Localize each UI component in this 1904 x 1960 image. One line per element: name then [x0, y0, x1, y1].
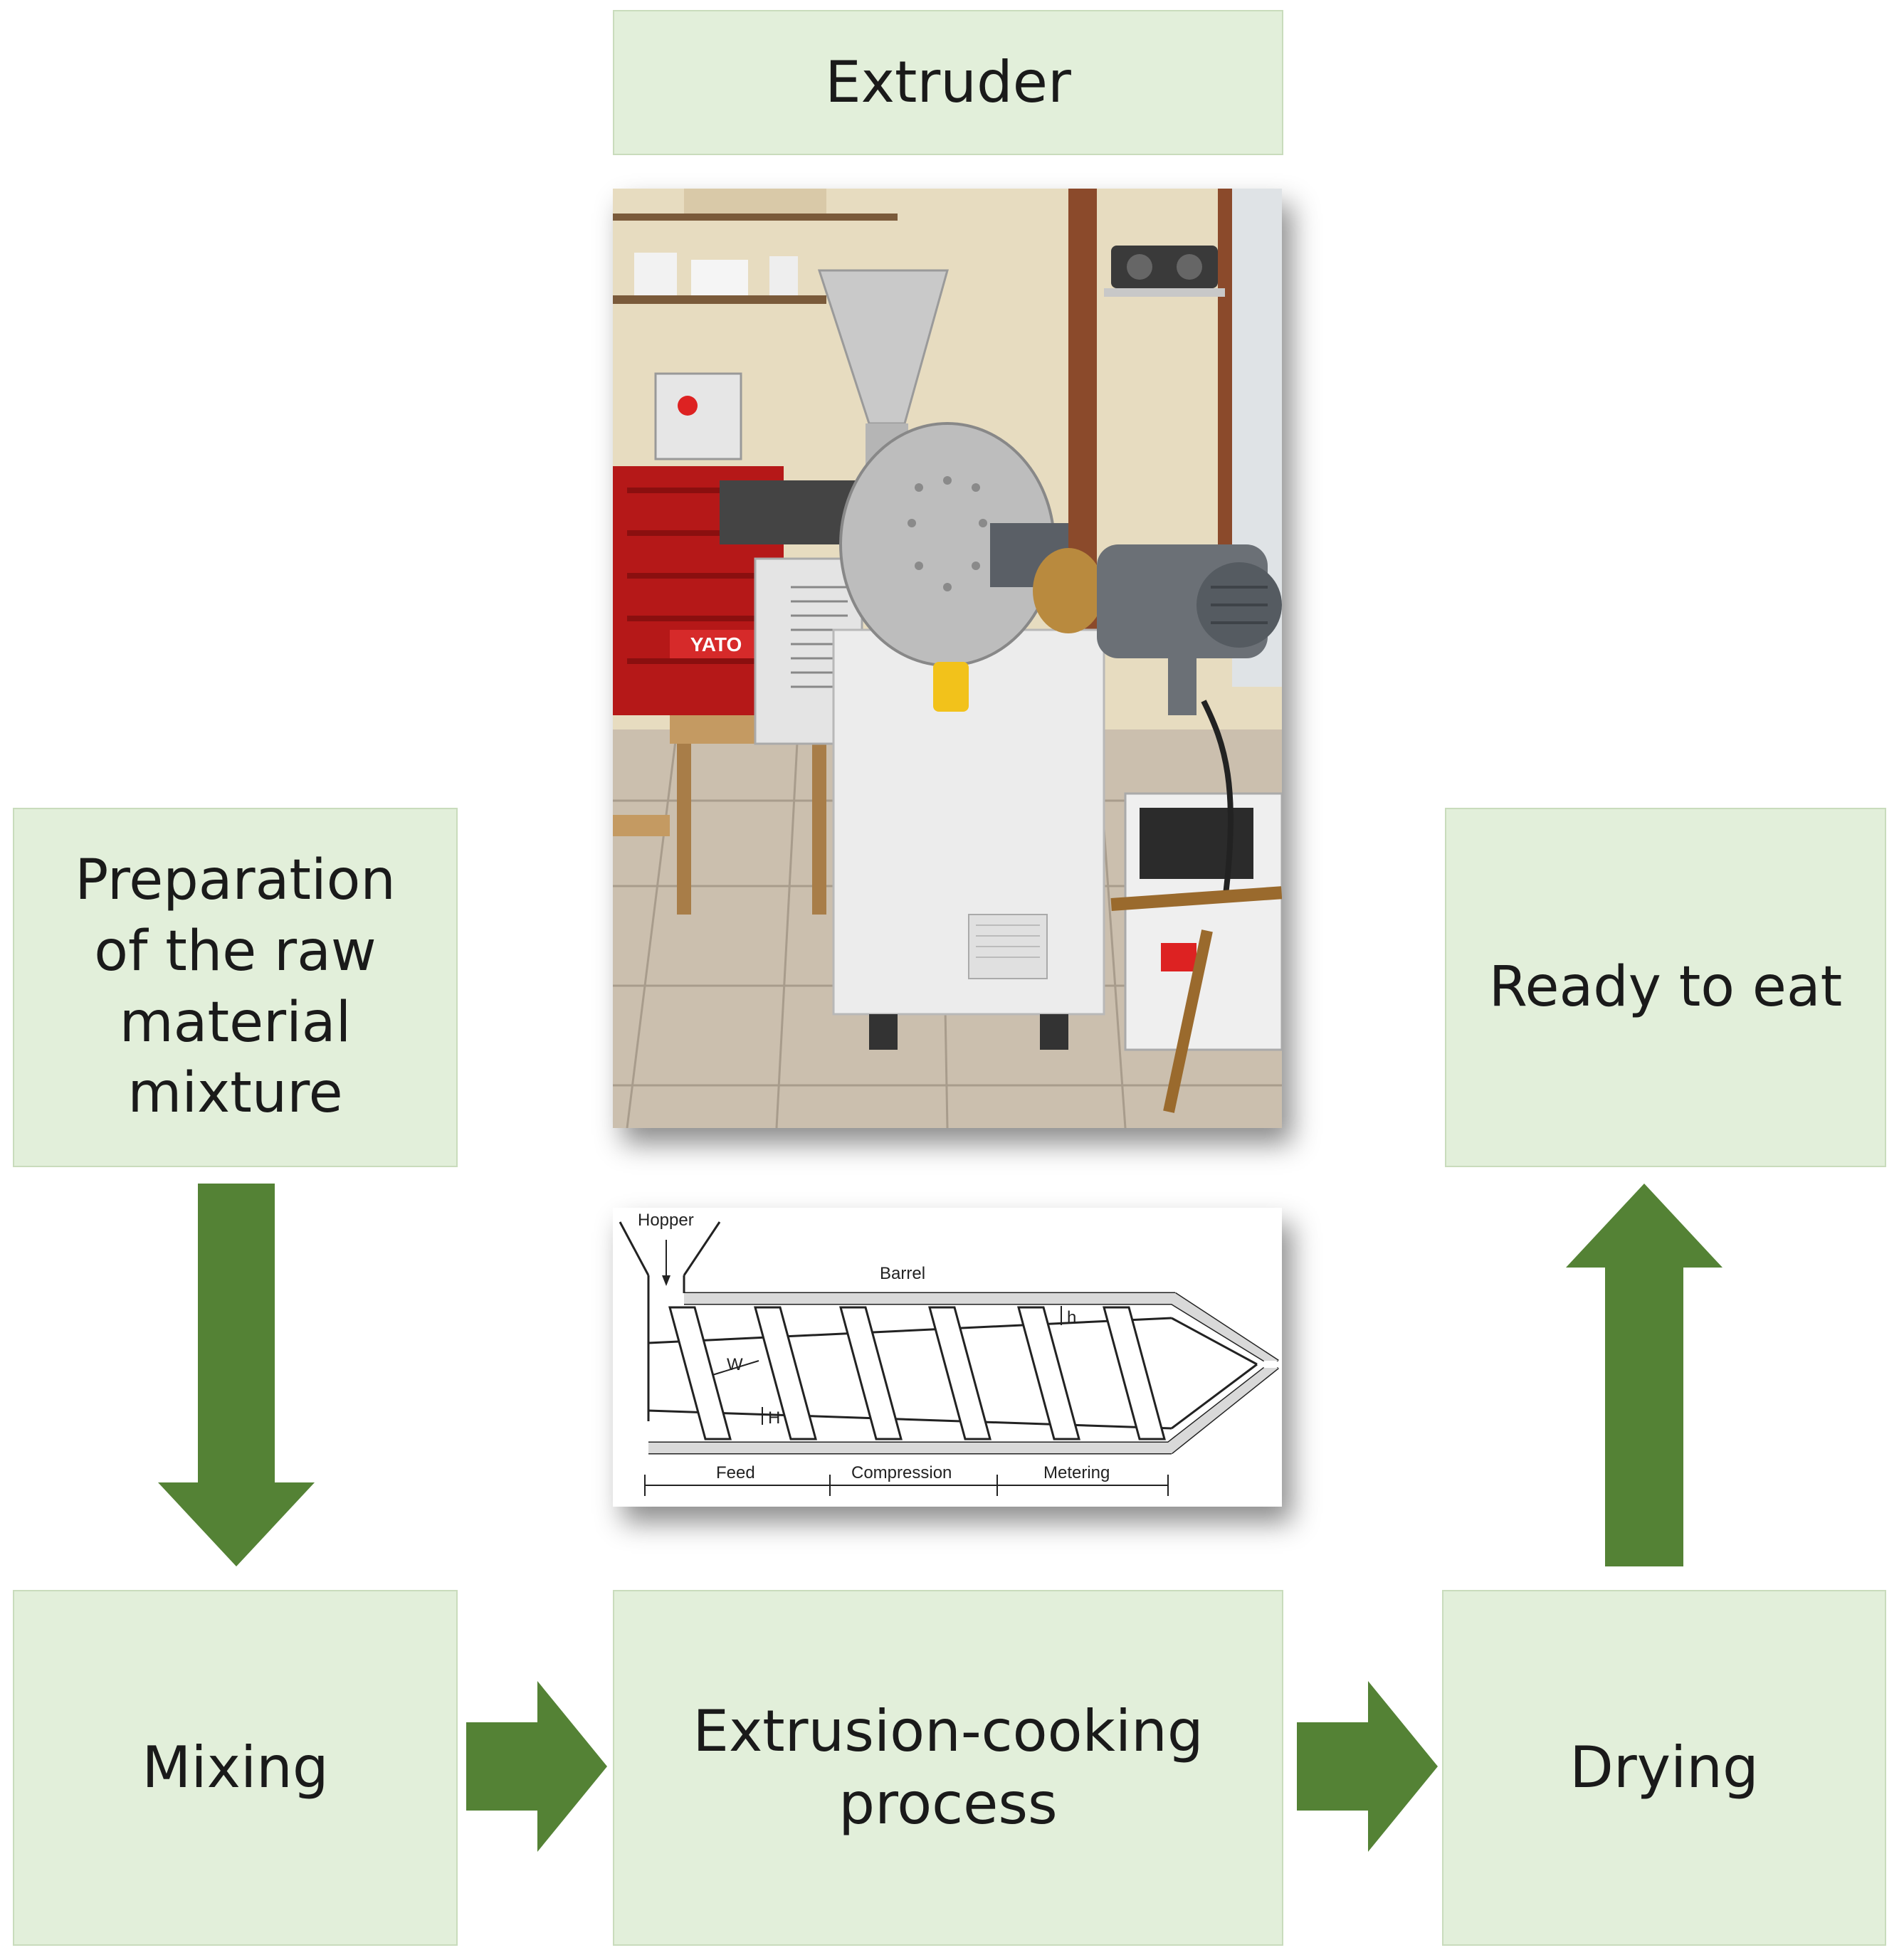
- screw-schematic: Hopper Barrel W h H Feed Compression Met…: [613, 1208, 1282, 1507]
- arrow-up-icon: [1566, 1184, 1722, 1566]
- arrow-down-icon: [158, 1184, 315, 1566]
- mixing-box: Mixing: [13, 1590, 458, 1946]
- drying-box: Drying: [1442, 1590, 1886, 1946]
- arrow-right-icon: [466, 1681, 607, 1852]
- feed-label: Feed: [716, 1463, 755, 1482]
- extruder-screw-diagram: Hopper Barrel W h H Feed Compression Met…: [619, 1211, 1279, 1496]
- drying-label: Drying: [1569, 1734, 1759, 1801]
- ready-to-eat-box: Ready to eat: [1445, 808, 1886, 1167]
- metering-label: Metering: [1043, 1463, 1110, 1482]
- arrow-right-icon: [1297, 1681, 1438, 1852]
- extruder-illustration: YATO: [613, 189, 1282, 1128]
- compression-label: Compression: [851, 1463, 952, 1482]
- ready-to-eat-label: Ready to eat: [1488, 954, 1843, 1019]
- extruder-title: Extruder: [825, 48, 1071, 115]
- extruder-title-box: Extruder: [613, 10, 1283, 155]
- preparation-line: mixture: [127, 1061, 343, 1126]
- extruder-photo: YATO: [613, 189, 1282, 1128]
- preparation-line: of the raw: [94, 919, 377, 984]
- h-small-label: h: [1067, 1308, 1076, 1327]
- mixing-label: Mixing: [142, 1734, 329, 1801]
- preparation-box: Preparation of the raw material mixture: [13, 808, 458, 1167]
- extrusion-process-box: Extrusion-cooking process: [613, 1590, 1283, 1946]
- w-label: W: [727, 1355, 743, 1374]
- preparation-line: material: [119, 990, 352, 1055]
- extrusion-line: Extrusion-cooking: [693, 1697, 1204, 1764]
- barrel-label: Barrel: [880, 1264, 925, 1283]
- hopper-label: Hopper: [638, 1211, 694, 1230]
- cabinet-brand-label: YATO: [690, 633, 742, 655]
- preparation-line: Preparation: [75, 848, 396, 912]
- extrusion-line: process: [838, 1771, 1058, 1837]
- h-big-label: H: [768, 1408, 780, 1428]
